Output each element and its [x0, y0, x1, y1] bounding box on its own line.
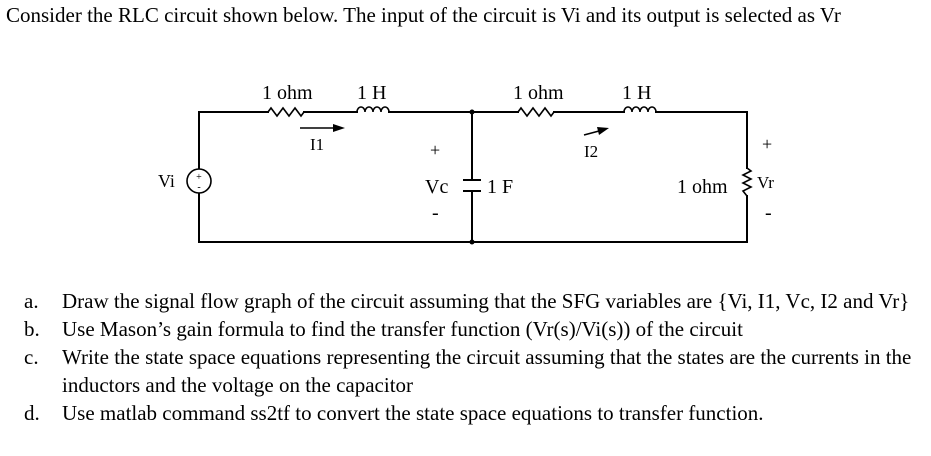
resistor-r2-icon — [517, 106, 555, 118]
l2-label: 1 H — [622, 82, 651, 104]
resistor-r1-icon — [267, 106, 305, 118]
r3-label: 1 ohm — [677, 176, 728, 198]
junction-bottom — [469, 239, 475, 245]
question-text: Write the state space equations represen… — [62, 345, 912, 397]
question-text: Draw the signal flow graph of the circui… — [62, 289, 910, 313]
i1-label: I1 — [310, 135, 324, 154]
svg-text:-: - — [197, 182, 200, 193]
vc-label: Vc — [425, 176, 448, 198]
question-item: a. Draw the signal flow graph of the cir… — [24, 287, 924, 315]
question-item: b. Use Mason’s gain formula to find the … — [24, 315, 924, 343]
question-list: a. Draw the signal flow graph of the cir… — [24, 287, 924, 427]
r1-label: 1 ohm — [262, 82, 313, 104]
voltage-source-icon: + - — [186, 168, 212, 194]
current-arrow-i2-head — [597, 127, 609, 135]
vc-plus-label: + — [430, 140, 440, 160]
question-letter: d. — [24, 401, 40, 425]
resistor-r3-icon — [741, 167, 753, 197]
inductor-l1-icon — [356, 106, 390, 113]
i2-label: I2 — [584, 142, 598, 161]
svg-text:+: + — [196, 172, 202, 183]
vc-minus-label: - — [432, 202, 439, 224]
question-letter: a. — [24, 289, 39, 313]
question-text: Use Mason’s gain formula to find the tra… — [62, 317, 743, 341]
problem-intro: Consider the RLC circuit shown below. Th… — [6, 3, 841, 27]
inductor-l2-icon — [623, 106, 657, 113]
junction-top — [469, 109, 475, 115]
source-label: Vi — [158, 171, 175, 191]
capacitor-icon — [463, 179, 481, 192]
vr-minus-label: - — [765, 202, 772, 224]
question-item: d. Use matlab command ss2tf to convert t… — [24, 399, 924, 427]
r2-label: 1 ohm — [513, 82, 564, 104]
current-arrow-i1-head — [333, 124, 345, 132]
question-item: c. Write the state space equations repre… — [24, 343, 924, 399]
question-letter: c. — [24, 345, 39, 369]
capacitor-label: 1 F — [487, 176, 513, 198]
question-letter: b. — [24, 317, 40, 341]
vr-label: Vr — [757, 173, 774, 192]
question-text: Use matlab command ss2tf to convert the … — [62, 401, 764, 425]
current-arrow-i2-icon — [583, 130, 600, 136]
l1-label: 1 H — [357, 82, 386, 104]
vr-plus-label: + — [762, 134, 772, 154]
